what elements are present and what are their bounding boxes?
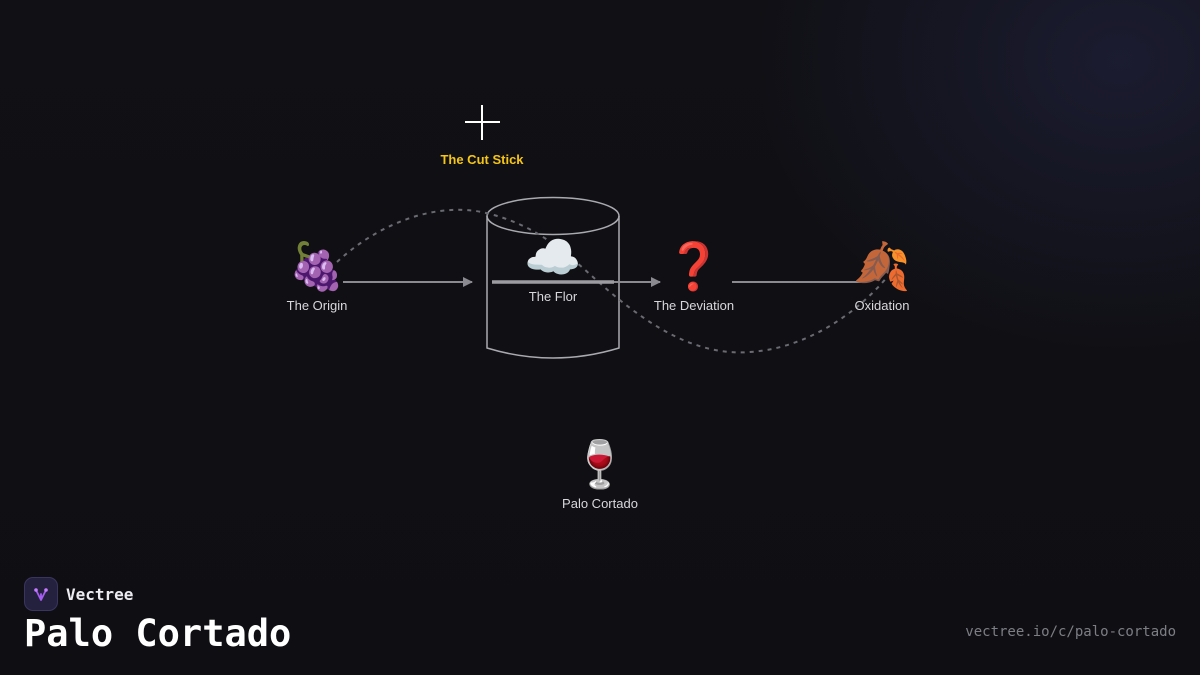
wine-glass-icon: 🍷 bbox=[571, 437, 629, 491]
brand: Vectree bbox=[24, 577, 133, 611]
node-oxidation: 🍂 Oxidation bbox=[853, 240, 910, 313]
node-label-oxidation: Oxidation bbox=[854, 298, 910, 313]
node-label-palo-cortado: Palo Cortado bbox=[562, 496, 638, 511]
fallen-leaf-icon: 🍂 bbox=[853, 239, 911, 293]
vectree-logo-icon bbox=[24, 577, 58, 611]
node-label-origin: The Origin bbox=[286, 298, 348, 313]
node-label-flor: The Flor bbox=[528, 289, 578, 304]
node-cut-stick: The Cut Stick bbox=[440, 152, 523, 167]
page-title: Palo Cortado bbox=[24, 612, 292, 655]
grapes-icon: 🍇 bbox=[288, 239, 346, 293]
node-label-cut-stick: The Cut Stick bbox=[440, 152, 524, 167]
node-palo-cortado: 🍷 Palo Cortado bbox=[562, 438, 638, 511]
page-url[interactable]: vectree.io/c/palo-cortado bbox=[965, 624, 1176, 640]
cloud-icon: ☁️ bbox=[524, 230, 582, 284]
brand-name: Vectree bbox=[66, 584, 134, 604]
node-origin: 🍇 The Origin bbox=[287, 240, 348, 313]
node-flor: ☁️ The Flor bbox=[524, 231, 581, 304]
question-mark-icon: ❓ bbox=[665, 239, 723, 293]
cross-icon bbox=[465, 105, 500, 140]
node-label-deviation: The Deviation bbox=[653, 298, 735, 313]
node-deviation: ❓ The Deviation bbox=[654, 240, 734, 313]
cask-shape bbox=[486, 196, 620, 359]
